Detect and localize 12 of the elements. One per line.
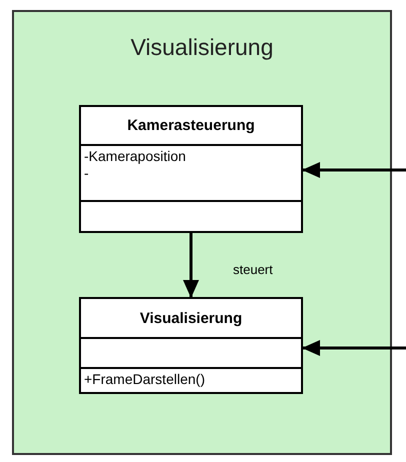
method-text: +FrameDarstellen() (84, 371, 206, 388)
class-name: Visualisierung (140, 310, 242, 326)
class-box (79, 105, 303, 233)
arrow (302, 162, 406, 178)
attribute-text: -Kameraposition (84, 148, 187, 165)
package-title: Visualisierung (130, 34, 274, 61)
class-name: Kamerasteuerung (127, 117, 255, 134)
arrow (302, 340, 406, 356)
attribute-text: - (84, 165, 90, 182)
arrow (183, 233, 199, 298)
class-box (79, 297, 303, 394)
package-box (12, 10, 392, 455)
